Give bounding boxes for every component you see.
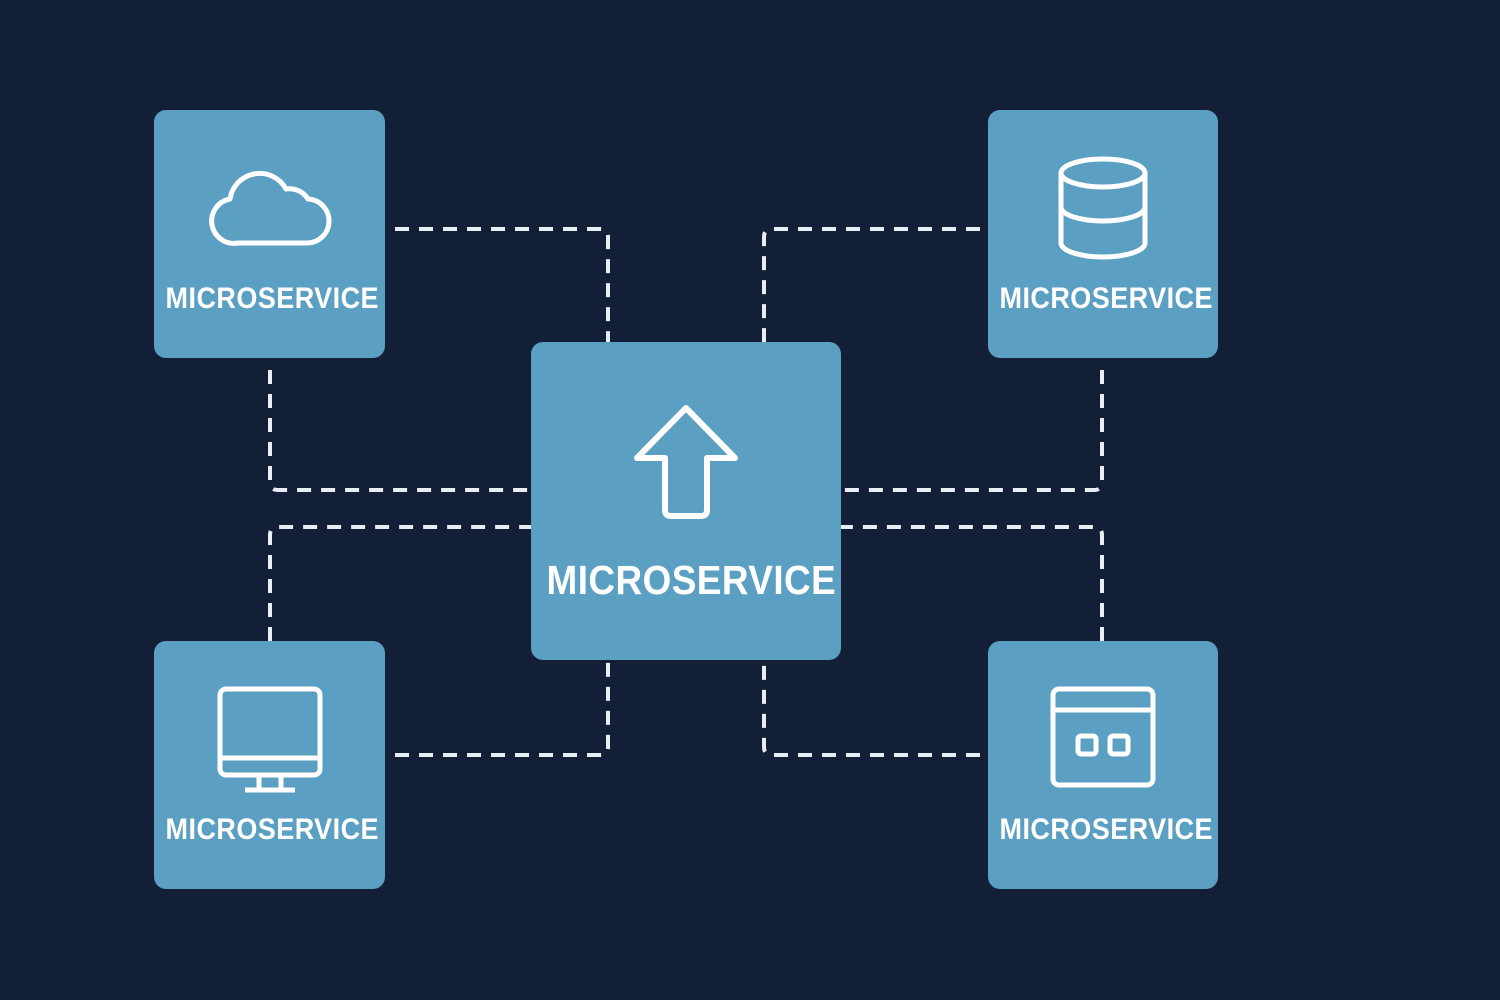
- database-icon: [988, 155, 1218, 261]
- microservice-node-app-window: MICROSERVICE: [988, 641, 1218, 889]
- node-label: MICROSERVICE: [165, 282, 379, 315]
- connector-top-left-lower: [268, 370, 531, 492]
- cloud-icon: [154, 155, 385, 251]
- connector-top-right-lower: [841, 370, 1104, 492]
- upload-arrow-icon: [531, 402, 841, 522]
- microservice-node-monitor: MICROSERVICE: [154, 641, 385, 889]
- microservice-node-database: MICROSERVICE: [988, 110, 1218, 358]
- monitor-icon: [154, 686, 385, 796]
- connector-top-left-upper: [395, 227, 610, 342]
- connector-bottom-right-upper: [841, 525, 1104, 641]
- connector-top-right-upper: [762, 227, 980, 342]
- connector-bottom-left-lower: [395, 660, 610, 757]
- app-window-icon: [988, 686, 1218, 790]
- node-label: MICROSERVICE: [999, 813, 1213, 846]
- node-label: MICROSERVICE: [546, 557, 837, 603]
- node-label: MICROSERVICE: [165, 813, 379, 846]
- connector-bottom-right-lower: [762, 660, 980, 757]
- microservice-node-center: MICROSERVICE: [531, 342, 841, 660]
- node-label: MICROSERVICE: [999, 282, 1213, 315]
- connector-bottom-left-upper: [268, 525, 531, 641]
- microservice-node-cloud: MICROSERVICE: [154, 110, 385, 358]
